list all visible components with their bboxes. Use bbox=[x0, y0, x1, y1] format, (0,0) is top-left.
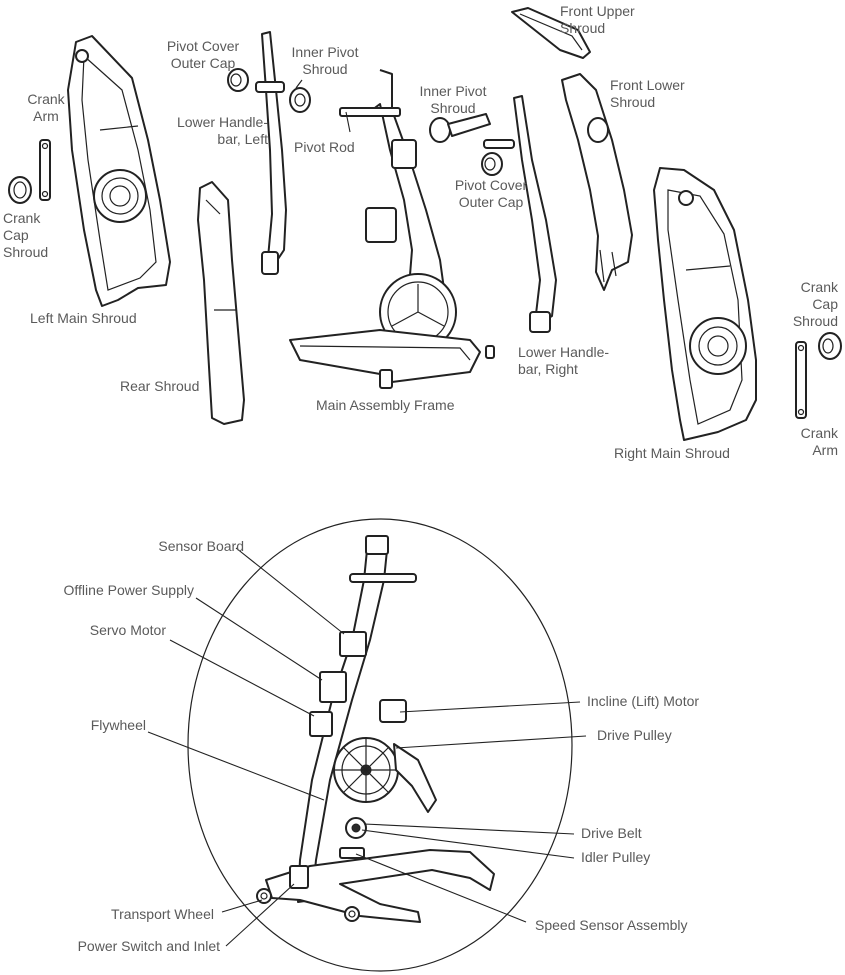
rear-shroud bbox=[197, 181, 245, 425]
label-lower-handlebar-left: Lower Handle- bar, Left bbox=[176, 114, 268, 147]
inner-pivot-shroud-left bbox=[289, 79, 311, 113]
label-inner-pivot-shroud-right: Inner Pivot Shroud bbox=[419, 83, 487, 116]
label-crank-arm-left: Crank Arm bbox=[27, 91, 65, 124]
crank-cap-shroud-right bbox=[818, 332, 842, 360]
crank-cap-shroud-left bbox=[8, 176, 32, 204]
label-speed-sensor-assembly: Speed Sensor Assembly bbox=[535, 917, 688, 933]
label-drive-pulley: Drive Pulley bbox=[597, 727, 672, 743]
main-assembly-frame-detail bbox=[256, 535, 495, 923]
label-front-lower-shroud: Front Lower Shroud bbox=[610, 77, 685, 110]
front-upper-shroud bbox=[511, 7, 591, 59]
inner-pivot-shroud-right bbox=[429, 113, 491, 143]
pivot-cover-outer-cap-left bbox=[227, 68, 249, 92]
label-pivot-cover-outer-cap-left: Pivot Cover Outer Cap bbox=[166, 38, 240, 71]
label-idler-pulley: Idler Pulley bbox=[581, 849, 651, 865]
label-crank-cap-shroud-left: Crank Cap Shroud bbox=[3, 210, 49, 260]
crank-arm-left bbox=[39, 139, 51, 201]
label-crank-cap-shroud-right: Crank Cap Shroud bbox=[792, 279, 838, 329]
label-offline-power-supply: Offline Power Supply bbox=[63, 582, 194, 598]
label-servo-motor: Servo Motor bbox=[89, 622, 166, 638]
label-lower-handlebar-right: Lower Handle- bar, Right bbox=[518, 344, 610, 377]
label-sensor-board: Sensor Board bbox=[158, 538, 244, 554]
label-drive-belt: Drive Belt bbox=[581, 825, 642, 841]
label-incline-lift-motor: Incline (Lift) Motor bbox=[587, 693, 700, 709]
detail-callout-circle bbox=[187, 518, 573, 972]
label-crank-arm-right: Crank Arm bbox=[800, 425, 838, 458]
label-transport-wheel: Transport Wheel bbox=[111, 906, 214, 922]
crank-arm-right bbox=[795, 341, 807, 419]
front-lower-shroud bbox=[561, 73, 633, 291]
label-power-switch-and-inlet: Power Switch and Inlet bbox=[77, 938, 220, 954]
lower-handlebar-left bbox=[255, 31, 287, 275]
right-main-shroud bbox=[653, 167, 757, 441]
lower-handlebar-right bbox=[483, 95, 557, 333]
left-main-shroud bbox=[67, 35, 171, 307]
label-main-assembly-frame: Main Assembly Frame bbox=[316, 397, 455, 413]
label-right-main-shroud: Right Main Shroud bbox=[614, 445, 730, 461]
label-front-upper-shroud: Front Upper Shroud bbox=[560, 3, 635, 36]
leader-lines bbox=[147, 111, 587, 947]
label-pivot-cover-outer-cap-right: Pivot Cover Outer Cap bbox=[454, 177, 528, 210]
label-pivot-rod: Pivot Rod bbox=[294, 139, 355, 155]
label-rear-shroud: Rear Shroud bbox=[120, 378, 200, 394]
main-assembly-frame bbox=[289, 69, 495, 389]
label-left-main-shroud: Left Main Shroud bbox=[30, 310, 137, 326]
label-flywheel: Flywheel bbox=[90, 717, 146, 733]
label-inner-pivot-shroud-left: Inner Pivot Shroud bbox=[291, 44, 359, 77]
pivot-cover-outer-cap-right bbox=[481, 152, 503, 176]
